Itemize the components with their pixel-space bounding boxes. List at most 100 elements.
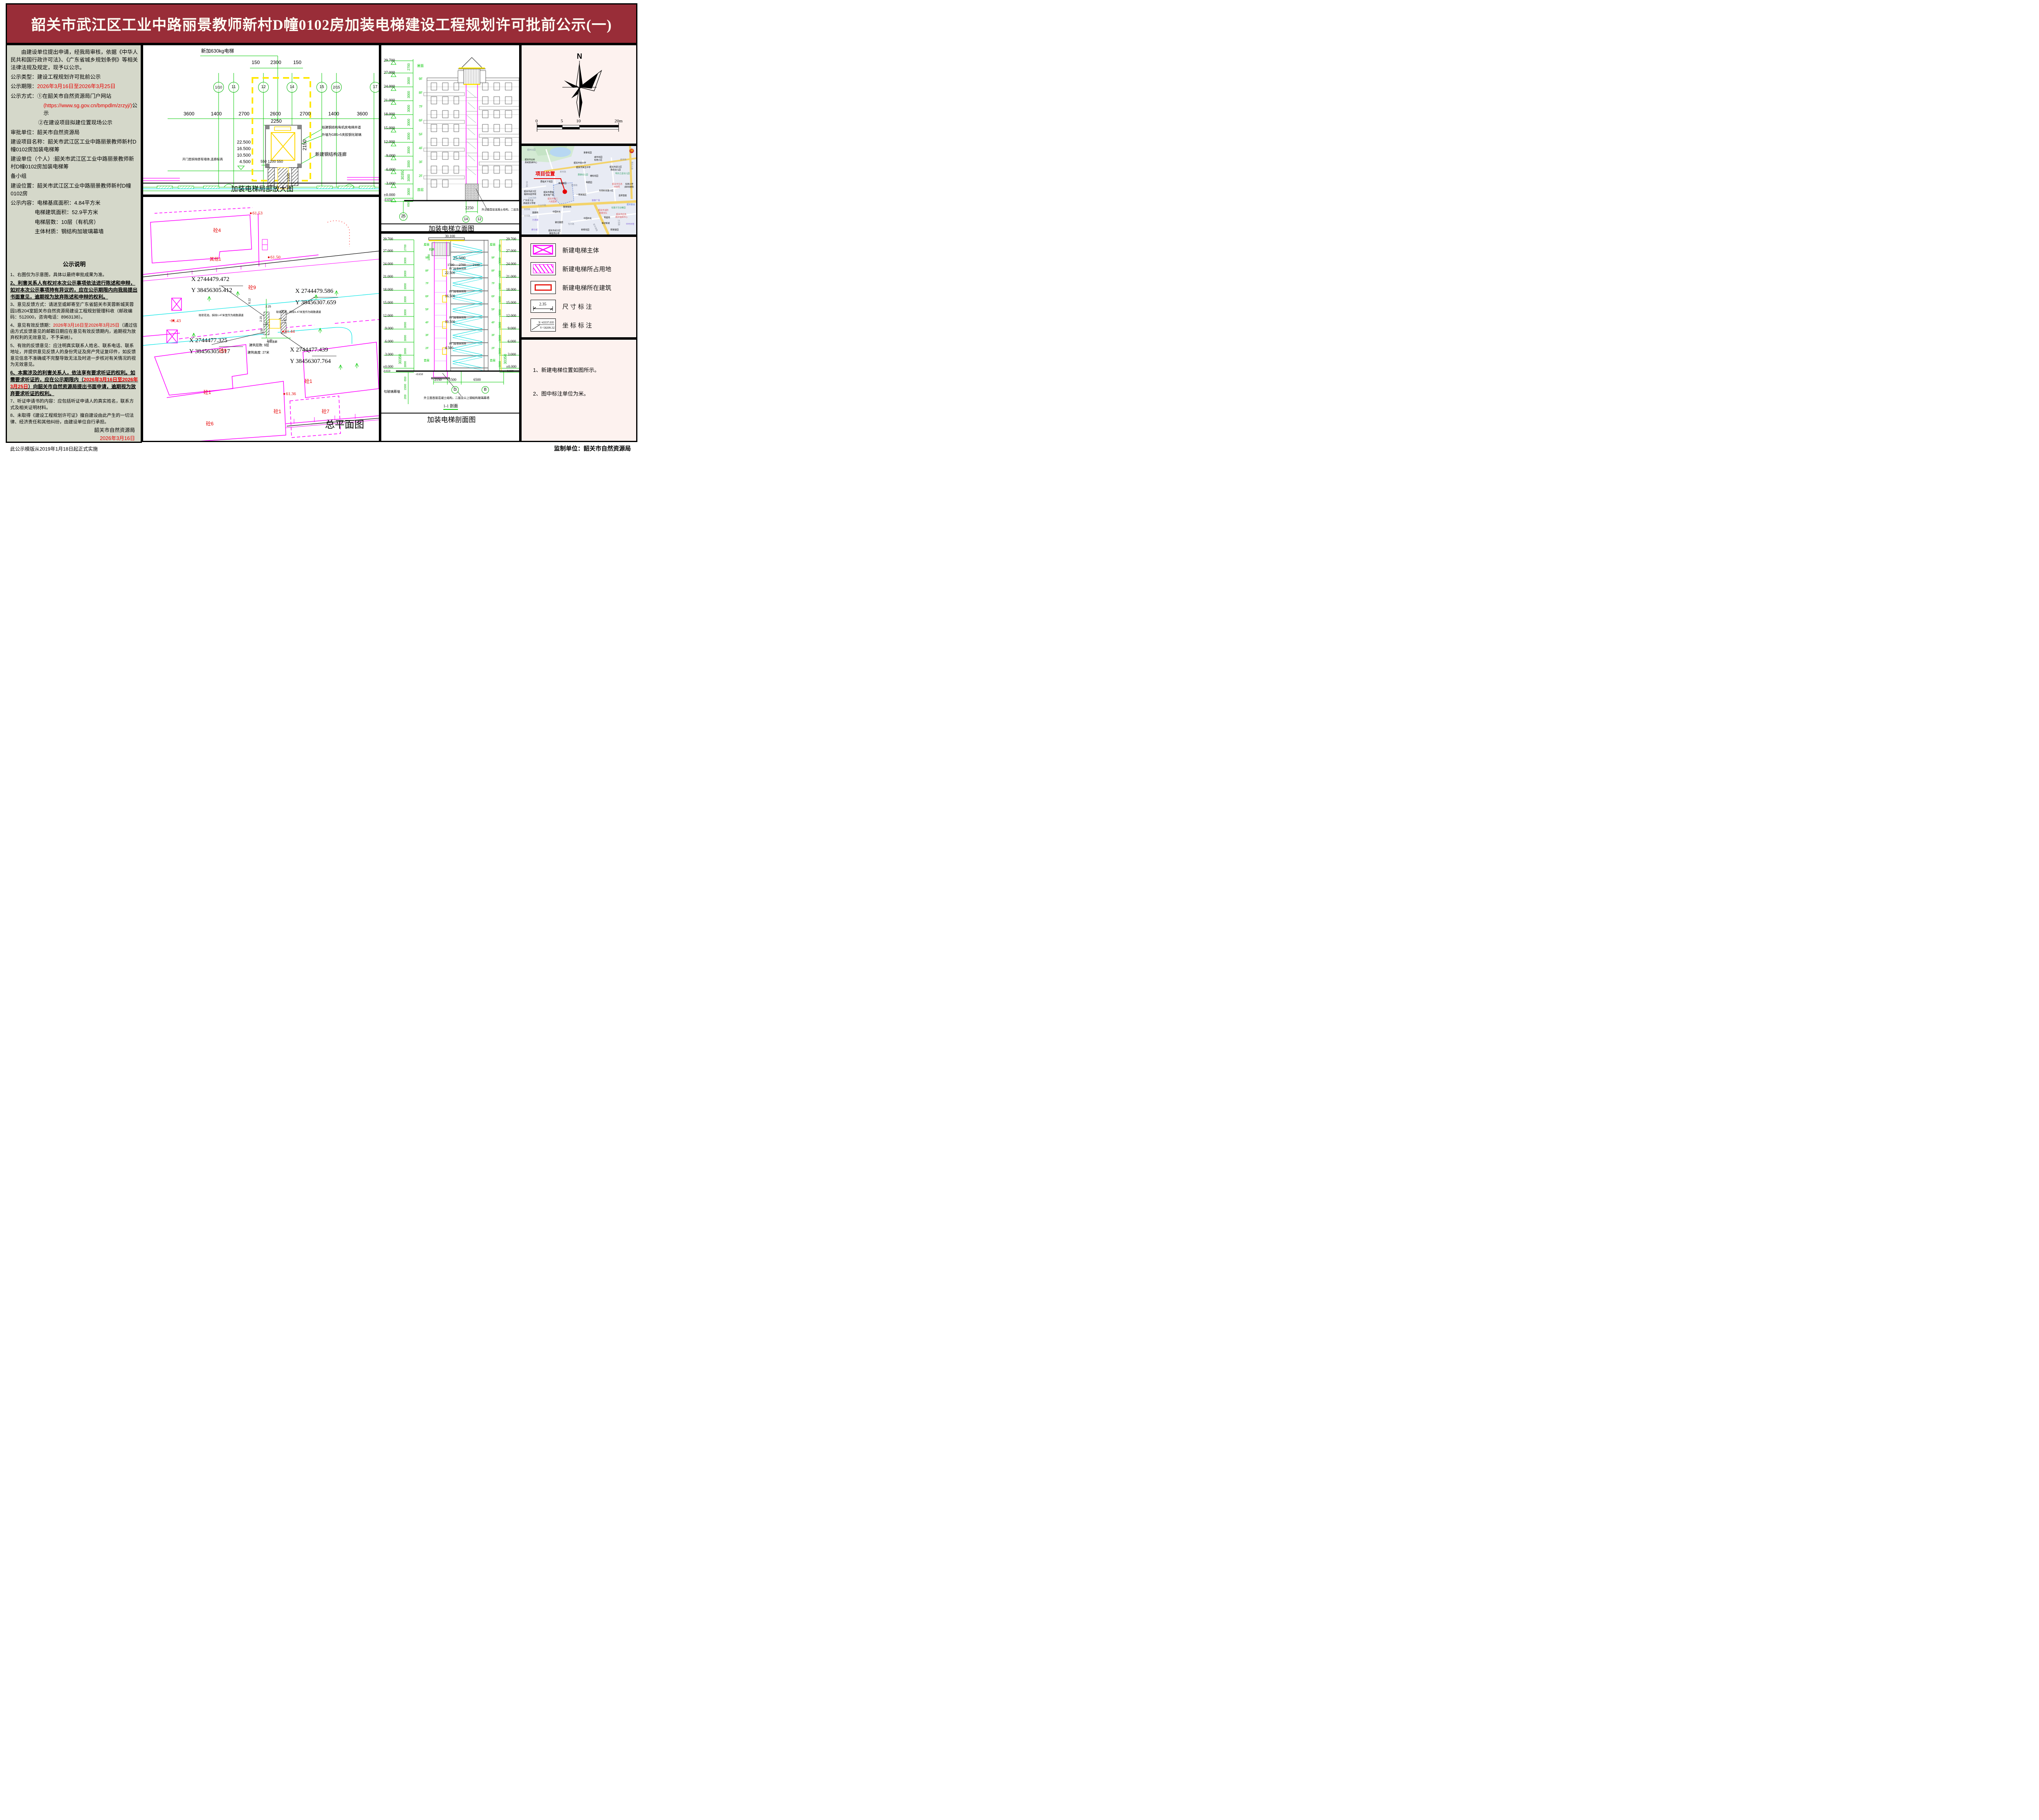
drawing-label: 加装电梯剖面图 [427, 416, 476, 424]
drawing-label: 新加630kg电梯 [201, 48, 234, 54]
drawing-label: 韶关市应急 [616, 213, 627, 216]
drawing-label: 24.000 [384, 84, 395, 89]
drawing-label: 25 [399, 212, 407, 221]
drawing-label: 10.500 [237, 153, 251, 158]
drawing-label: 3000 [404, 270, 407, 277]
drawing-label: Y 38456307.764 [290, 358, 331, 365]
drawing-label: -0.650 [416, 373, 423, 376]
drawing-label: 150 [293, 60, 302, 65]
drawing-label: 3000 [499, 335, 502, 341]
drawing-label: 15.000 [384, 126, 395, 130]
drawing-label: 1/10 [213, 82, 224, 93]
legend-row-dimension: 2.35 尺 寸 标 注 [522, 299, 636, 315]
drawing-label: 15 [316, 82, 327, 93]
drawing-label: 30350 [503, 354, 507, 364]
drawing-label: 30.100 [445, 234, 455, 238]
drawing-label: 新华南路 [592, 223, 598, 232]
drawing-label: (高年级部) [624, 186, 634, 188]
location-map-drawing [522, 146, 636, 234]
drawing-label: 9F [425, 257, 429, 259]
drawing-label: 2700 [459, 263, 466, 267]
drawing-label: 摩尔城 [531, 229, 538, 231]
drawing-label: 3000 [404, 361, 407, 367]
drawing-label: 5F [419, 133, 423, 136]
drawing-label: 3000 [499, 361, 502, 367]
drawing-label: 总平面图 [325, 420, 364, 430]
drawing-label: 砼1 [274, 409, 281, 414]
elevator-section-drawing [381, 237, 519, 414]
drawing-label: 高考复读中心 [525, 161, 537, 164]
drawing-label: 外立面首层混凝土结构，二层及以上钢结构玻璃幕墙 [424, 397, 489, 400]
explain-item-3: 3、意见反馈方式：请送至或邮寄至广东省韶关市芙蓉新城芙蓉园1栋204室韶关市自然… [10, 302, 134, 320]
drawing-label: 1.20 [267, 339, 272, 342]
drawing-label: 3000 [404, 322, 407, 328]
drawing-label: 一棉家属区 [576, 194, 587, 196]
drawing-label: 五祖路 [617, 219, 620, 226]
notice-type: 公示类型：建设工程规划许可批前公示 [11, 74, 101, 80]
drawing-label: 3600 [184, 111, 195, 117]
legend-symbol-coordinate: X=43337.035 Y=58209.323 [531, 318, 556, 332]
notice-unit2: 备小组 [11, 173, 27, 179]
drawing-label: -0.650 [384, 198, 392, 202]
drawing-label: 1500 [428, 254, 431, 261]
drawing-label: 韶关市武江区 [524, 190, 537, 193]
drawing-label: 8F [419, 91, 423, 95]
legend-symbol-dimension: 2.35 [531, 300, 556, 313]
drawing-label: 富康苑 [532, 212, 539, 214]
drawing-label: 韶关客运 [627, 203, 635, 206]
explain-item-6-date: 2026年3月16日至2026年3月25日 [10, 377, 138, 389]
explain-item-7: 7、听证申请书的内容：应包括听证申请人的真实姓名，联系方式及相关证明材料。 [10, 399, 134, 410]
drawing-label: D [451, 386, 459, 394]
drawing-label: 27.000 [384, 71, 395, 75]
notice-text-block: 由建设单位提出申请，经我局审核，依据《中华人民共和国行政许可法》、《广东省城乡规… [11, 49, 138, 237]
drawing-label: 电梯连廊 [267, 341, 277, 343]
drawing-label: 3000 [499, 296, 502, 303]
drawing-label: 2F [425, 347, 429, 350]
drawing-label: 开门层拆除原有墙体,连廊标高 [182, 157, 223, 161]
drawing-label: 1500 [287, 172, 291, 182]
drawing-label: 开门层墙体拆除 [449, 268, 467, 270]
notice-url-suffix: 公示 [43, 102, 137, 116]
drawing-label: 外立面首层混凝土结构，二层及以上钢 [482, 208, 519, 211]
drawing-label: 3000 [407, 146, 411, 154]
explain-item-6: 6、本案涉及的利害关系人，依法享有要求听证的权利。如需要求听证的，应在公示期限内… [10, 369, 138, 397]
drawing-label: 1500 [447, 263, 454, 267]
drawing-label: 2600 [270, 111, 281, 117]
drawing-label: 6.000 [386, 168, 396, 172]
drawing-label: 3000 [407, 77, 411, 84]
drawing-label: 首层 [417, 188, 424, 192]
notice-location: 建设位置：韶关市武江区工业中路丽景教师新村D幢0102房 [11, 182, 131, 197]
drawing-label: 椿松花园 [590, 175, 599, 177]
legend-label: 坐 标 标 注 [562, 322, 592, 329]
footer-right-text: 监制单位：韶关市自然资源局 [554, 446, 631, 452]
drawing-label: 9F [491, 257, 495, 259]
drawing-label: ·61.43 [169, 318, 181, 323]
drawing-label: 救援支队 [599, 212, 608, 215]
drawing-label: 砼7 [322, 409, 330, 414]
notice-content2: 电梯建筑面积：52.9平方米 [35, 209, 98, 216]
drawing-label: 61.44 [285, 329, 295, 334]
drawing-label: 砼6 [206, 421, 214, 427]
drawing-label: 6.000 [385, 339, 394, 343]
notice-content1: 公示内容：电梯基底面积：4.84平方米 [11, 199, 101, 206]
legend-panel: 新建电梯主体 新建电梯所占用地 新建电梯所在建筑 2.35 尺 寸 标 注 [520, 236, 637, 338]
notice-project-name: 建设项目名称：韶关市武江区工业中路丽景教师新村D幢0102房加装电梯筹 [11, 138, 137, 153]
drawing-label: 1.50 [261, 328, 263, 334]
notes-panel: 1、新建电梯位置如图所示。 2、图中标注单位为米。 [520, 338, 637, 442]
legend-label: 新建电梯主体 [562, 247, 599, 254]
notice-url-link[interactable]: (https://www.sg.gov.cn/bmpdlm/zrzyj/) [43, 102, 132, 109]
drawing-label: 砼9 [248, 285, 256, 290]
drawing-label: 中国石化 [584, 217, 592, 220]
drawing-label: 加装电梯局部放大图 [231, 185, 294, 193]
drawing-label: 翰林实验学校 [524, 193, 537, 196]
drawing-label: 砼1 [203, 389, 211, 395]
drawing-label: 4.500 [239, 159, 251, 164]
drawing-label: 4.500 [445, 346, 453, 350]
drawing-label: 5F [491, 308, 495, 311]
